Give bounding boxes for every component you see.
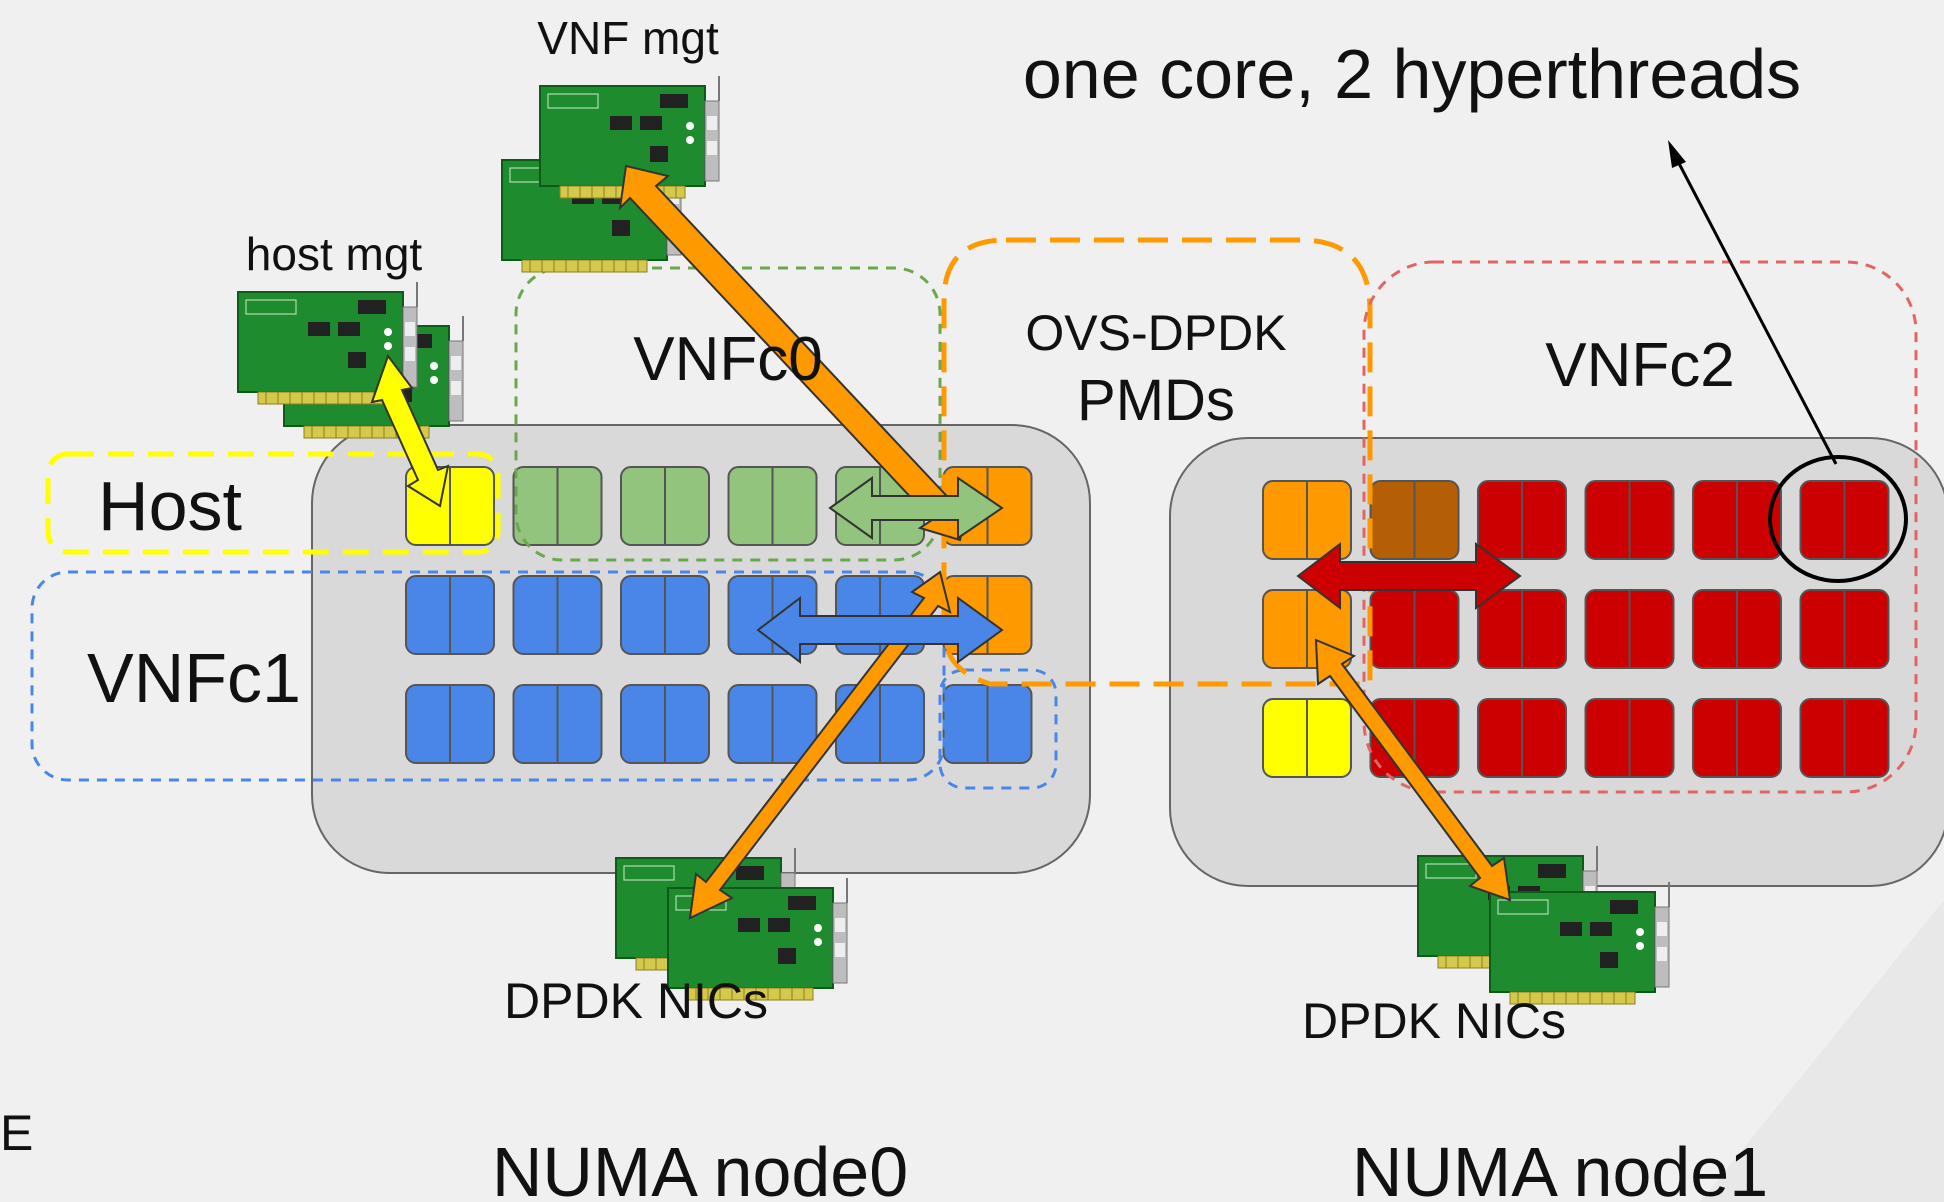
ovs-group-outline: [941, 237, 1373, 687]
core-vnfc2: [1799, 698, 1890, 778]
vnfc2-ovs-arrow: [1296, 541, 1522, 611]
core-ovs: [1262, 480, 1352, 560]
background-decoration: [1700, 900, 1944, 1202]
core-vnfc0: [512, 466, 603, 546]
core-other: [1369, 480, 1460, 560]
core-vnfc0: [727, 466, 818, 546]
host-mgt-arrow: [370, 353, 450, 508]
core-host: [1262, 698, 1352, 778]
vnfc1-label: VNFc1: [87, 639, 301, 717]
numa-node1-label: NUMA node1: [1352, 1133, 1768, 1202]
annotation-arrowhead: [1668, 140, 1686, 168]
dpdk-nics-node0-label: DPDK NICs: [504, 973, 768, 1029]
host-mgt-label: host mgt: [246, 228, 423, 280]
core-vnfc1: [727, 684, 818, 764]
core-vnfc2: [1584, 698, 1675, 778]
vnfc2-label: VNFc2: [1545, 331, 1734, 400]
ovs-label-line1: OVS-DPDK: [1025, 305, 1286, 361]
core-vnfc2: [1692, 698, 1782, 778]
ovs-label-line2: PMDs: [1077, 368, 1235, 433]
core-vnfc1: [405, 684, 495, 764]
core-vnfc2: [1799, 480, 1890, 560]
core-vnfc2: [1799, 589, 1890, 669]
annotation-arrow: [1670, 149, 1838, 465]
core-grid: [405, 466, 1890, 778]
core-vnfc2: [1477, 698, 1567, 778]
core-vnfc2: [1369, 589, 1460, 669]
core-vnfc2: [1584, 480, 1675, 560]
numa-node0-label: NUMA node0: [492, 1133, 908, 1202]
core-vnfc2: [1477, 480, 1567, 560]
host-label: Host: [98, 467, 242, 545]
annotation-label: one core, 2 hyperthreads: [1023, 35, 1801, 113]
core-vnfc1: [512, 684, 603, 764]
core-vnfc2: [1692, 480, 1782, 560]
core-vnfc1: [942, 684, 1033, 764]
core-vnfc2: [1584, 589, 1675, 669]
vnf-mgt-arrow: [618, 164, 972, 542]
vnfc0-label: VNFc0: [633, 325, 822, 394]
core-vnfc1: [620, 575, 710, 655]
core-highlight-circle: [1768, 455, 1908, 583]
dpdk-node1-arrow: [1314, 638, 1512, 902]
core-vnfc2: [1692, 589, 1782, 669]
core-vnfc1: [512, 575, 603, 655]
dpdk-nics-node1-label: DPDK NICs: [1302, 993, 1566, 1049]
vnfc2-group-outline: [1362, 260, 1918, 794]
edge-glyph: E: [0, 1105, 33, 1161]
host-group-outline: [45, 451, 501, 555]
vnfc0-ovs-arrow: [828, 476, 1004, 540]
vnfc1-group-outline: [30, 570, 946, 782]
vnf-mgt-label: VNF mgt: [537, 12, 719, 64]
core-vnfc1: [405, 575, 495, 655]
core-vnfc2: [1477, 589, 1567, 669]
dpdk-node0-arrow: [688, 570, 952, 920]
core-vnfc1: [620, 684, 710, 764]
core-vnfc0: [620, 466, 710, 546]
nic-card-icon: [1489, 881, 1670, 1005]
vnfc1-ovs-arrow: [756, 595, 1004, 665]
